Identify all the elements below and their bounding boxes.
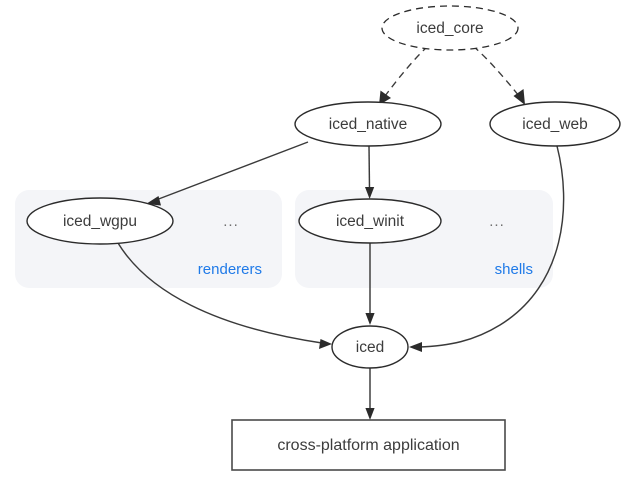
node-iced_wgpu-shape[interactable] xyxy=(26,197,174,245)
node-iced_core[interactable]: iced_core xyxy=(381,5,519,51)
edge-line xyxy=(472,45,520,97)
renderers-more-ellipsis: ... xyxy=(223,213,239,230)
node-iced-label: iced xyxy=(356,339,384,356)
arrowhead xyxy=(146,196,161,206)
node-iced_wgpu[interactable]: iced_wgpu xyxy=(26,197,174,245)
node-iced[interactable]: iced xyxy=(331,325,409,369)
arrowhead xyxy=(319,339,332,349)
cluster-shells-label: shells xyxy=(495,261,533,278)
cluster-renderers-label: renderers xyxy=(198,261,262,278)
shells-more-ellipsis: ... xyxy=(489,213,505,230)
node-iced_native-label: iced_native xyxy=(329,116,407,133)
node-iced_web-label: iced_web xyxy=(522,116,588,133)
node-iced_wgpu-label: iced_wgpu xyxy=(63,213,137,230)
node-iced_web[interactable]: iced_web xyxy=(489,101,621,147)
edge-iced_core-to-iced_web xyxy=(472,45,525,105)
edge-iced_native-to-iced_wgpu xyxy=(146,141,309,206)
arrowhead xyxy=(365,313,375,325)
edge-iced-to-application xyxy=(365,368,375,420)
node-application-shape[interactable] xyxy=(231,419,506,471)
edge-iced_core-to-iced_native xyxy=(379,45,429,105)
node-iced_winit-label: iced_winit xyxy=(336,213,405,230)
edge-line xyxy=(418,145,565,348)
arrowhead xyxy=(365,408,375,420)
arrowhead xyxy=(409,342,422,352)
node-iced_winit-shape[interactable] xyxy=(298,198,442,244)
node-iced_native-shape[interactable] xyxy=(294,101,442,147)
node-iced_core-shape[interactable] xyxy=(381,5,519,51)
node-iced-shape[interactable] xyxy=(331,325,409,369)
arrowhead xyxy=(379,90,391,105)
edge-line xyxy=(117,242,323,344)
edge-line xyxy=(368,145,371,190)
edge-line xyxy=(384,45,429,97)
node-application[interactable]: cross-platform application xyxy=(231,419,506,471)
edge-iced_native-to-iced_winit xyxy=(365,145,375,199)
node-iced_web-shape[interactable] xyxy=(489,101,621,147)
arrowhead xyxy=(513,89,525,105)
edge-line xyxy=(155,141,309,201)
node-iced_native[interactable]: iced_native xyxy=(294,101,442,147)
arrowhead xyxy=(365,187,375,199)
edge-iced_web-to-iced xyxy=(409,145,565,352)
edge-iced_winit-to-iced xyxy=(365,243,375,325)
node-iced_winit[interactable]: iced_winit xyxy=(298,198,442,244)
node-iced_core-label: iced_core xyxy=(416,20,483,37)
edge-iced_wgpu-to-iced xyxy=(117,242,332,349)
node-application-label: cross-platform application xyxy=(277,437,459,454)
